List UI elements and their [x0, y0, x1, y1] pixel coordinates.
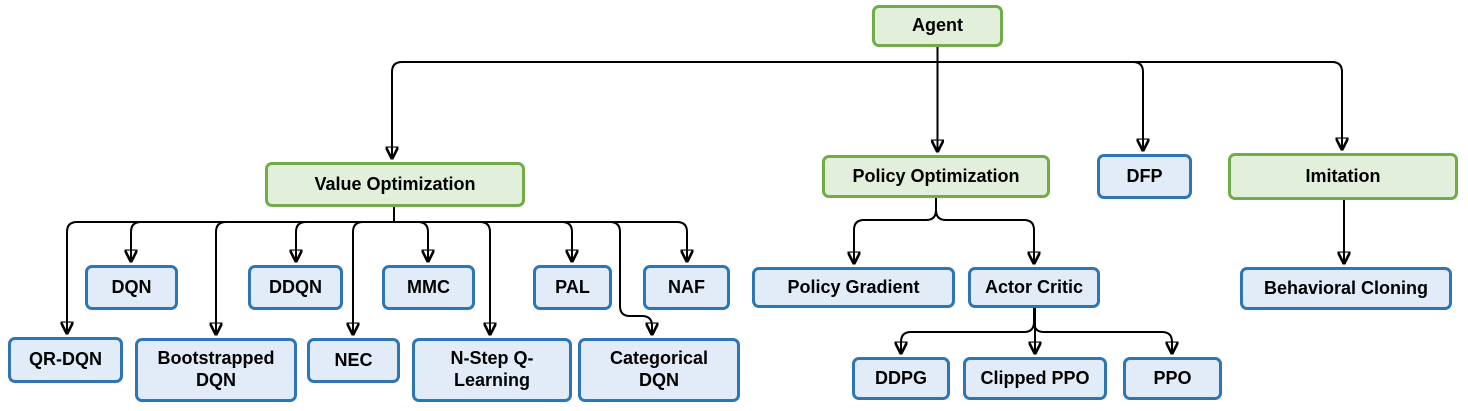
node-imitation: Imitation — [1228, 153, 1458, 200]
edge-value-optimization-bootstrapped-dqn — [216, 221, 394, 334]
node-pal: PAL — [533, 265, 612, 310]
node-mmc: MMC — [382, 265, 475, 310]
node-ppo: PPO — [1123, 357, 1222, 400]
node-qr-dqn: QR-DQN — [8, 337, 123, 383]
node-value-optimization: Value Optimization — [265, 162, 525, 207]
node-n-step-q-learning: N-Step Q-Learning — [412, 338, 572, 402]
edge-value-optimization-dqn — [131, 221, 394, 261]
edge-value-optimization-mmc — [394, 221, 428, 261]
node-categorical-dqn: Categorical DQN — [578, 338, 740, 402]
node-nec: NEC — [307, 338, 400, 383]
edge-value-optimization-categorical-dqn — [394, 221, 652, 334]
node-dfp: DFP — [1097, 154, 1192, 199]
node-naf: NAF — [643, 265, 730, 310]
edge-policy-optimization-policy-gradient — [854, 198, 937, 263]
edge-value-optimization-nec — [353, 221, 394, 334]
node-agent: Agent — [872, 5, 1003, 47]
node-ddpg: DDPG — [852, 357, 950, 400]
edge-policy-optimization-actor-critic — [935, 198, 1034, 263]
node-actor-critic: Actor Critic — [968, 267, 1100, 308]
edge-agent-value-optimization — [392, 61, 938, 158]
node-policy-optimization: Policy Optimization — [822, 155, 1050, 198]
node-behavioral-cloning: Behavioral Cloning — [1240, 267, 1452, 310]
node-clipped-ppo: Clipped PPO — [963, 357, 1107, 400]
edge-value-optimization-naf — [394, 221, 687, 261]
node-bootstrapped-dqn: Bootstrapped DQN — [135, 338, 297, 402]
edge-value-optimization-pal — [394, 221, 572, 261]
node-policy-gradient: Policy Gradient — [752, 267, 955, 308]
edge-value-optimization-qr-dqn — [67, 221, 394, 333]
edge-actor-critic-ddpg — [901, 308, 1035, 353]
node-ddqn: DDQN — [248, 265, 343, 310]
edge-value-optimization-ddqn — [296, 221, 394, 261]
edge-actor-critic-ppo — [1033, 308, 1172, 353]
edge-agent-imitation — [937, 61, 1343, 149]
edge-agent-dfp — [937, 61, 1144, 150]
node-dqn: DQN — [85, 265, 178, 310]
